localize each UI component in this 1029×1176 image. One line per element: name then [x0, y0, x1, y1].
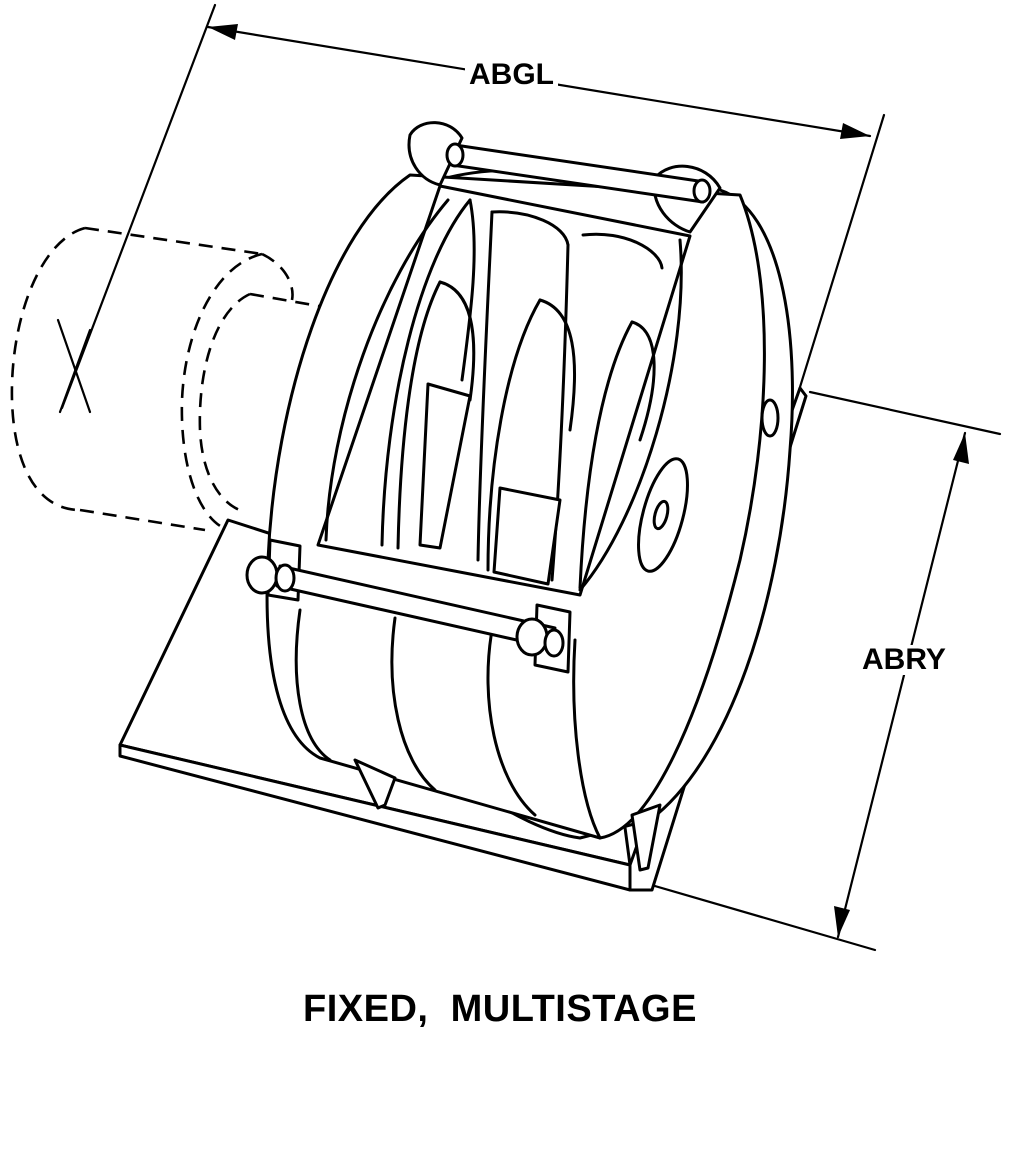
- fin-2-top: [438, 280, 476, 402]
- motor-shaft: [249, 292, 331, 310]
- fin-6-top: [581, 232, 664, 270]
- motor-flange-edge: [261, 252, 294, 301]
- abgl-arrow-right: [840, 123, 870, 139]
- bottom-rod-nut-left: [245, 555, 279, 595]
- fin-1-inner: [460, 198, 476, 382]
- fin-4-face: [486, 298, 542, 572]
- band-line-3: [486, 628, 537, 817]
- fin-2-face: [396, 280, 442, 550]
- attenuator-housing: [265, 167, 794, 840]
- top-tie-rod: [407, 121, 722, 234]
- inner-wall-right: [578, 238, 683, 592]
- abry-dimension-label: ABRY: [858, 645, 950, 675]
- rear-mount-stud: [760, 398, 780, 438]
- bottom-rod-end-left: [274, 563, 296, 593]
- fin-6-edge: [630, 320, 656, 442]
- abgl-dimension-label: ABGL: [465, 60, 558, 90]
- abgl-extension-line-right: [794, 113, 886, 402]
- mounting-foot-right: [630, 803, 662, 872]
- abgl-extension-line-left: [60, 3, 217, 410]
- bottom-rod-nut-right: [515, 617, 549, 657]
- fin-1-outer: [380, 198, 472, 547]
- diagram-caption: FIXED, MULTISTAGE: [303, 988, 697, 1030]
- abry-dimension: [646, 390, 1002, 952]
- fin-6-face: [578, 320, 634, 590]
- motor-cross-mark-a: [56, 318, 92, 414]
- fin-3-top: [490, 210, 570, 247]
- fin-4-top: [538, 298, 577, 432]
- abry-extension-line-bottom: [646, 882, 877, 952]
- cutaway-opening: [316, 184, 692, 597]
- phantom-motor: [10, 226, 331, 532]
- abry-extension-line-top: [808, 390, 1002, 436]
- bottom-rod-end-right: [543, 628, 565, 658]
- band-line-2: [390, 616, 437, 792]
- abgl-arrow-left: [208, 24, 238, 40]
- band-line-4: [572, 638, 602, 840]
- abry-arrow-bottom: [834, 906, 850, 937]
- side-port-hole: [652, 499, 670, 531]
- motor-face: [180, 252, 263, 532]
- inner-wall-left: [324, 198, 450, 542]
- band-line-1: [294, 608, 332, 762]
- motor-outline-back: [10, 226, 86, 512]
- top-rod-end-left: [445, 142, 465, 168]
- motor-cross-mark-b: [58, 328, 92, 414]
- fin-3-front: [476, 210, 494, 562]
- abry-arrow-top: [953, 433, 969, 464]
- absorber-block-1: [418, 382, 472, 550]
- top-rod-end-right: [692, 178, 712, 204]
- abry-dimension-line: [836, 431, 967, 939]
- motor-flange: [198, 292, 251, 514]
- motor-outline-top: [84, 226, 263, 256]
- bottom-tie-rod: [245, 538, 572, 674]
- motor-outline-bottom: [79, 508, 206, 532]
- absorber-block-2: [492, 486, 562, 586]
- mounting-foot-left: [353, 758, 397, 810]
